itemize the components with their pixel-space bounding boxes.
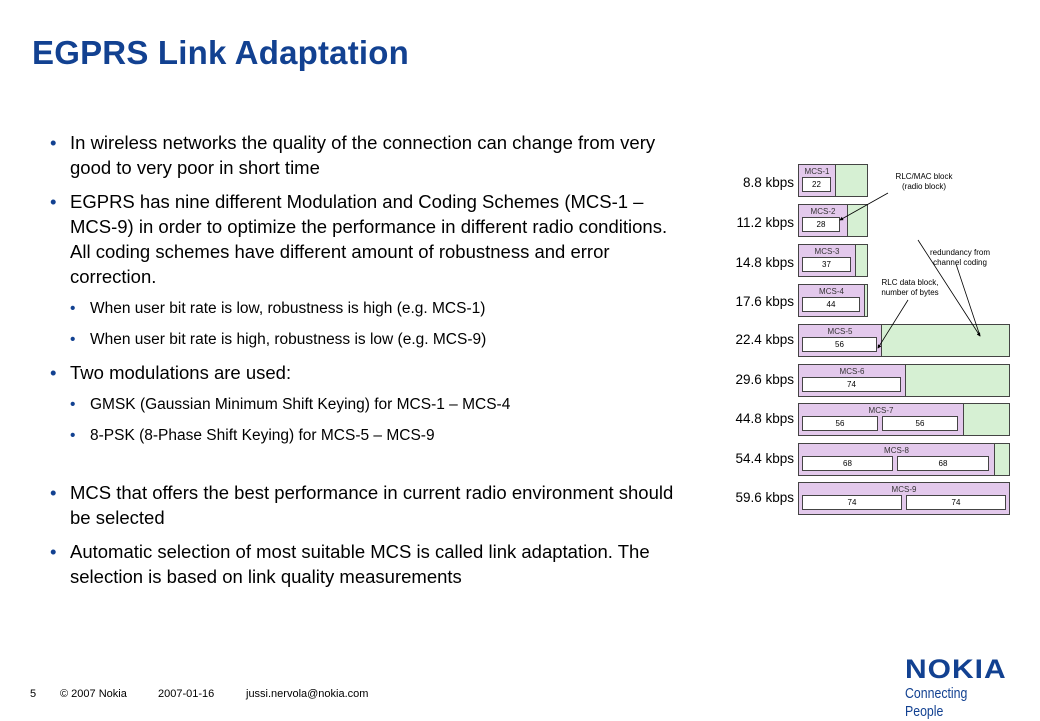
arrow-to-rlc-data — [877, 299, 909, 349]
date: 2007-01-16 — [158, 688, 215, 700]
sub-bullet-gmsk: GMSK (Gaussian Minimum Shift Keying) for… — [70, 394, 690, 416]
mcs-label: MCS-6 — [839, 367, 865, 376]
bullet-link-adaptation: Automatic selection of most suitable MCS… — [50, 539, 690, 589]
nokia-logo: NOKIA Connecting People — [905, 655, 1025, 721]
bullet-best-performance: MCS that offers the best performance in … — [50, 480, 690, 530]
rlc-data-block: 56 — [882, 416, 958, 431]
arrow-to-redundancy-2 — [955, 263, 981, 337]
annotation-redundancy: redundancy from channel coding — [929, 248, 991, 267]
rlc-data-block: 74 — [802, 495, 902, 510]
rlc-data-block: 56 — [802, 337, 877, 352]
bullet-two-modulations: Two modulations are used: — [50, 360, 690, 385]
arrow-to-rlcmac — [839, 192, 889, 221]
mcs-label: MCS-5 — [827, 327, 853, 336]
arrow-to-redundancy — [917, 239, 981, 337]
rate-label: 59.6 kbps — [735, 490, 794, 505]
rlc-data-block: 44 — [802, 297, 860, 312]
rlcmac-block: MCS-1 22 — [798, 164, 836, 197]
logo-wordmark: NOKIA — [905, 654, 1007, 685]
annotation-rlcmac: RLC/MAC block (radio block) — [895, 172, 953, 191]
mcs-label: MCS-1 — [804, 167, 830, 176]
bullet-quality-change: In wireless networks the quality of the … — [50, 130, 690, 180]
rlcmac-block: MCS-8 68 68 — [798, 443, 995, 476]
bullet-nine-schemes: EGPRS has nine different Modulation and … — [50, 189, 690, 289]
mcs-label: MCS-7 — [868, 406, 894, 415]
rlc-data-block: 37 — [802, 257, 851, 272]
bullet-list: In wireless networks the quality of the … — [50, 130, 690, 598]
mcs-label: MCS-8 — [884, 446, 909, 455]
sub-bullet-high-rate: When user bit rate is high, robustness i… — [70, 329, 690, 351]
slide-title: EGPRS Link Adaptation — [32, 34, 409, 71]
rlcmac-block: MCS-4 44 — [798, 284, 865, 317]
sub-bullet-8psk: 8-PSK (8-Phase Shift Keying) for MCS-5 –… — [70, 425, 690, 447]
rate-label: 44.8 kbps — [735, 411, 794, 426]
rate-label: 22.4 kbps — [735, 332, 794, 347]
rlcmac-block: MCS-6 74 — [798, 364, 906, 397]
rate-label: 8.8 kbps — [742, 175, 794, 190]
mcs-label: MCS-3 — [814, 247, 840, 256]
mcs-label: MCS-4 — [819, 287, 844, 296]
annotation-rlc-data: RLC data block, number of bytes — [881, 278, 939, 297]
mcs-label: MCS-9 — [891, 485, 917, 494]
rlc-data-block: 74 — [906, 495, 1006, 510]
rlcmac-block: MCS-7 56 56 — [798, 403, 964, 436]
rate-label: 17.6 kbps — [735, 294, 794, 309]
sub-bullet-low-rate: When user bit rate is low, robustness is… — [70, 298, 690, 320]
mcs-diagram: 8.8 kbps MCS-1 22 11.2 kbps MCS-2 28 14.… — [718, 160, 1038, 520]
rlcmac-block: MCS-5 56 — [798, 324, 882, 357]
email: jussi.nervola@nokia.com — [246, 688, 369, 700]
rlcmac-block: MCS-9 74 74 — [798, 482, 1010, 515]
rlc-data-block: 28 — [802, 217, 840, 232]
rlc-data-block: 68 — [897, 456, 989, 471]
rlcmac-block: MCS-2 28 — [798, 204, 848, 237]
rlc-data-block: 22 — [802, 177, 831, 192]
rate-label: 11.2 kbps — [736, 215, 794, 230]
copyright: © 2007 Nokia — [60, 688, 127, 700]
rate-label: 54.4 kbps — [735, 451, 794, 466]
rlc-data-block: 74 — [802, 377, 901, 392]
rlc-data-block: 56 — [802, 416, 878, 431]
rlcmac-block: MCS-3 37 — [798, 244, 856, 277]
rate-label: 14.8 kbps — [735, 255, 794, 270]
page-number: 5 — [30, 688, 37, 700]
mcs-label: MCS-2 — [810, 207, 836, 216]
rlc-data-block: 68 — [802, 456, 893, 471]
rate-label: 29.6 kbps — [735, 372, 794, 387]
logo-tagline: Connecting People — [905, 686, 968, 720]
annotation-arrows — [839, 192, 981, 349]
